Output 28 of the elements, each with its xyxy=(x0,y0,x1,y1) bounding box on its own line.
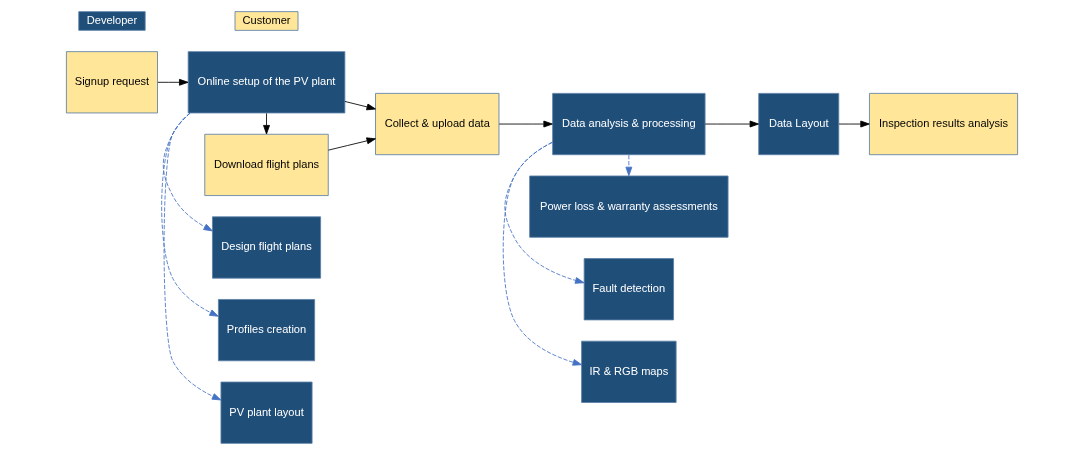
node-box: Data analysis & processing xyxy=(552,92,706,156)
arrow xyxy=(157,78,189,86)
arrow xyxy=(504,141,585,284)
arrow xyxy=(163,112,222,401)
arrow xyxy=(162,112,213,232)
node-box: Data Layout xyxy=(758,92,840,156)
arrow xyxy=(502,141,582,366)
arrow xyxy=(161,112,219,317)
arrow xyxy=(625,154,633,177)
node-box: Collect & upload data xyxy=(375,92,500,156)
arrow xyxy=(838,120,870,128)
node-box: Download flight plans xyxy=(204,133,329,196)
node-box: PV plant layout xyxy=(220,381,313,444)
legend-label: Developer xyxy=(86,13,138,26)
node-box: IR & RGB maps xyxy=(581,340,677,403)
node-box: Inspection results analysis xyxy=(869,92,1018,156)
node-box: Online setup of the PV plant xyxy=(187,51,346,114)
arrow xyxy=(498,120,553,128)
node-box: Profiles creation xyxy=(218,299,316,362)
arrow xyxy=(344,101,376,111)
node-box: Signup request xyxy=(66,51,158,114)
node-box: Power loss & warranty assessments xyxy=(529,175,729,238)
arrow xyxy=(704,120,759,128)
node-box: Fault detection xyxy=(583,258,674,321)
arrow xyxy=(327,137,376,151)
legend-label: Customer xyxy=(242,13,291,26)
arrow xyxy=(263,112,270,135)
node-box: Design flight plans xyxy=(212,216,322,279)
